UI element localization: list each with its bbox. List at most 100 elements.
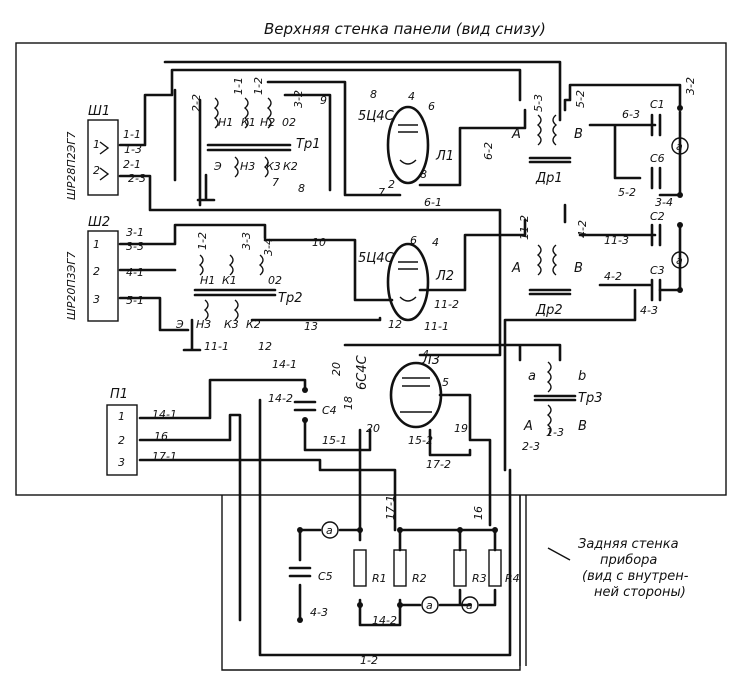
dr2-term-b: B	[574, 261, 583, 276]
tr3-term-A: A	[523, 419, 533, 434]
tr3-primary	[546, 361, 552, 393]
wire-sh2-1	[118, 223, 267, 246]
wl-52: 5	[442, 376, 449, 389]
wl-68: 4-3	[310, 606, 328, 619]
dr1-name: Др1	[535, 171, 563, 186]
junction-4	[397, 527, 403, 533]
capacitors: C1 C6 C2 C3 C4 C5	[288, 98, 665, 583]
wl-24: 2	[388, 178, 395, 191]
wl-6: 2-2	[190, 94, 203, 112]
wl-48: 11-1	[424, 320, 449, 333]
wl-55: 19	[454, 422, 468, 435]
wl-45: 13	[304, 320, 318, 333]
wl-38: 11-2	[518, 215, 531, 240]
c1-label: C1	[650, 98, 665, 111]
l1-electrodes	[398, 124, 418, 165]
sh2-type: ШР20П3ЭГ7	[65, 252, 78, 320]
wire-15-2	[438, 393, 492, 527]
tr1-t-k1: К1	[241, 116, 256, 129]
tr1-core	[206, 143, 292, 152]
c4-label: C4	[322, 404, 337, 417]
l2-name: Л2	[435, 269, 454, 284]
wl-34: 3-4	[262, 238, 275, 256]
l1-name: Л1	[435, 149, 454, 164]
p1-pin-3: 3	[118, 456, 125, 469]
wire-15-1	[303, 418, 372, 452]
transformer-tr2: Тр2 Н1 К1 02 Э Н3 К3 К2	[175, 254, 302, 352]
junction-13	[677, 222, 683, 228]
p1-name: П1	[110, 387, 128, 402]
l3-envelope	[389, 361, 443, 429]
p1-body	[106, 404, 138, 476]
node-a-3	[321, 521, 339, 539]
wl-53: 18	[342, 396, 355, 410]
wire-bottom-resistors	[358, 588, 497, 627]
tr2-t-e: Э	[175, 318, 184, 331]
wl-30: 4-1	[126, 266, 144, 279]
wire-11-3	[563, 203, 657, 287]
wl-8: 1-2	[252, 77, 265, 95]
wl-19: 5-2	[618, 186, 636, 199]
r3-label: R3	[472, 572, 487, 585]
tr1-ground	[196, 173, 216, 202]
sh2-pin-1: 1	[93, 238, 100, 251]
tr2-primary	[198, 254, 264, 276]
tr2-t-h1: Н1	[200, 274, 215, 287]
wire-ch-1	[118, 174, 502, 357]
rear-wall-line-4: ней стороны)	[594, 585, 686, 600]
connector-sh2: Ш2 ШР20П3ЭГ7 1 2 3	[65, 215, 119, 322]
wl-40: 4-2	[576, 220, 589, 238]
dr1-core	[528, 156, 572, 164]
tr2-ground	[182, 318, 202, 352]
sh1-body	[87, 119, 119, 196]
wl-63: 16	[154, 430, 168, 443]
l2-type: 5Ц4С	[358, 251, 395, 266]
tr1-t-h1: Н1	[218, 116, 233, 129]
sh2-pin-3: 3	[93, 293, 100, 306]
l2-electrodes	[398, 261, 418, 302]
junction-5	[357, 602, 363, 608]
dr2-coils	[536, 244, 558, 276]
c5-plates	[288, 566, 312, 578]
wire-tr1-left	[173, 88, 202, 207]
tube-l2: Л2 5Ц4С	[358, 242, 454, 322]
node-a-4-label: a	[426, 599, 433, 612]
tr1-secondary	[233, 156, 269, 178]
junction-8	[492, 527, 498, 533]
wl-57: 15-1	[322, 434, 347, 447]
wl-11: 8	[370, 88, 377, 101]
tube-l3: Л3 6С4С	[355, 353, 443, 429]
tr3-core	[533, 394, 577, 402]
resistors: R1 R2 R3 R4	[353, 549, 520, 587]
node-a-2	[671, 251, 689, 269]
junction-3	[357, 527, 363, 533]
tr1-name: Тр1	[296, 137, 320, 152]
c5-label: C5	[318, 570, 333, 583]
junction-9	[302, 387, 308, 393]
wl-42: 4-3	[640, 304, 658, 317]
l1-type: 5Ц4С	[358, 109, 395, 124]
wire-3-2	[563, 83, 682, 112]
wl-41: 4-2	[604, 270, 622, 283]
wire-4-3	[503, 288, 637, 472]
wl-15: 5-3	[532, 94, 545, 112]
top-panel-title: Верхняя стенка панели (вид снизу)	[264, 20, 546, 38]
wire-6-2	[418, 108, 527, 187]
r4-label: R4	[505, 572, 520, 585]
wl-35: 10	[312, 236, 326, 249]
sh2-body	[87, 230, 119, 322]
sh2-name: Ш2	[88, 215, 110, 230]
tr1-t-k3: К3	[266, 160, 281, 173]
wl-9: 3-2	[292, 90, 305, 108]
wl-49: 14-1	[272, 358, 297, 371]
choke-dr1: A B Др1	[511, 114, 583, 186]
wl-23: 8	[298, 182, 305, 195]
connector-sh1: Ш1 ШР28П2ЭГ7 1 2	[65, 104, 119, 200]
c6-label: C6	[650, 152, 665, 165]
leader-line	[547, 547, 571, 561]
r2-body	[393, 549, 407, 587]
tr3-secondary	[546, 404, 552, 436]
r1-body	[353, 549, 367, 587]
wl-13: 6	[428, 100, 435, 113]
wl-70: 1-2	[360, 654, 378, 667]
